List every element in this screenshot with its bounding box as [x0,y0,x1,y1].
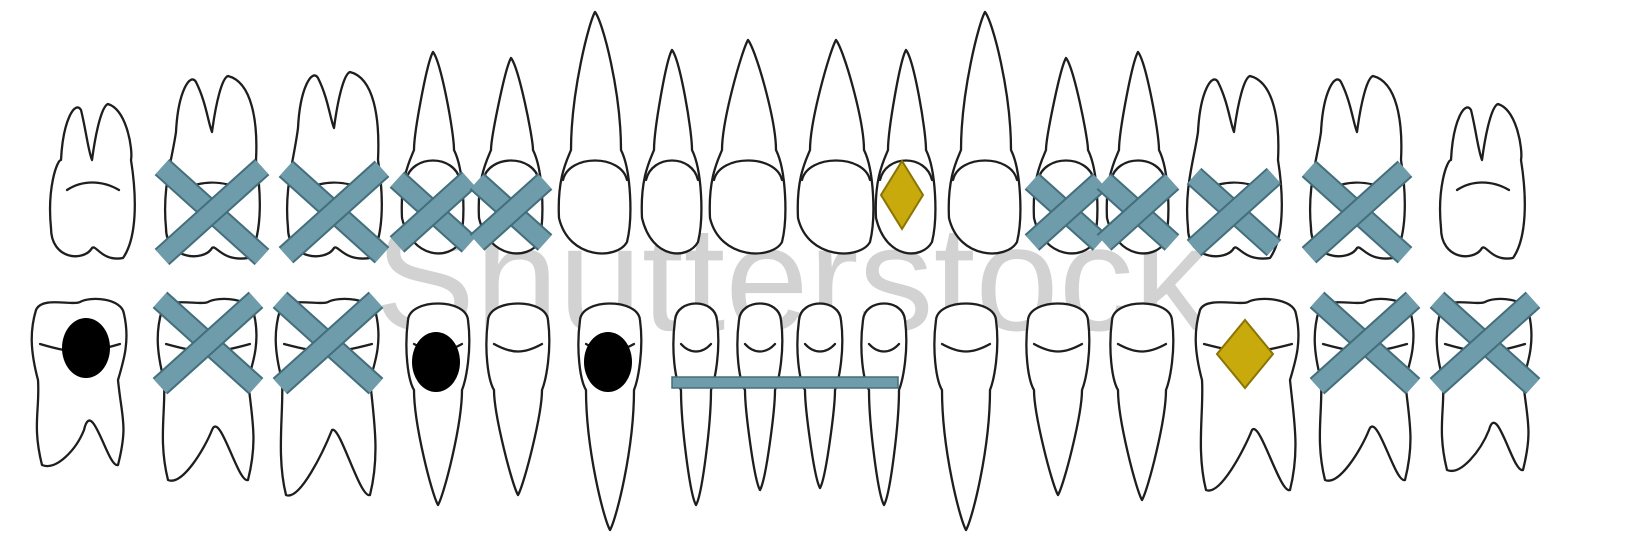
bridge-bar-mark [672,377,898,388]
lower-tooth-11 [934,304,997,531]
tooth-outline [797,304,842,489]
lower-arch [32,299,1532,530]
tooth-outline [861,304,906,506]
upper-tooth-8 [710,40,786,253]
upper-tooth-9 [798,40,874,253]
upper-tooth-6 [559,12,631,253]
tooth-outline [559,12,631,253]
upper-tooth-16 [1440,104,1525,259]
tooth-outline [934,304,997,531]
upper-tooth-7 [642,50,702,253]
dot-mark-lower-1 [62,318,110,378]
tooth-outline [1110,304,1173,501]
tooth-outline [798,40,874,253]
tooth-outline [673,304,718,506]
lower-tooth-12 [1026,304,1089,496]
tooth-outline [737,304,782,491]
dot-mark-lower-4 [412,332,460,392]
upper-tooth-11 [949,12,1021,253]
tooth-outline [642,50,702,253]
lower-tooth-8 [737,304,782,491]
tooth-outline [710,40,786,253]
tooth-outline [486,304,549,496]
lower-tooth-7 [673,304,718,506]
tooth-outline [1440,104,1525,259]
lower-tooth-10 [861,304,906,506]
tooth-outline [1026,304,1089,496]
tooth-outline [50,104,135,259]
tooth-outline [949,12,1021,253]
dot-mark-lower-6 [584,332,632,392]
lower-tooth-9 [797,304,842,489]
upper-tooth-1 [50,104,135,259]
lower-tooth-13 [1110,304,1173,501]
lower-tooth-5 [486,304,549,496]
